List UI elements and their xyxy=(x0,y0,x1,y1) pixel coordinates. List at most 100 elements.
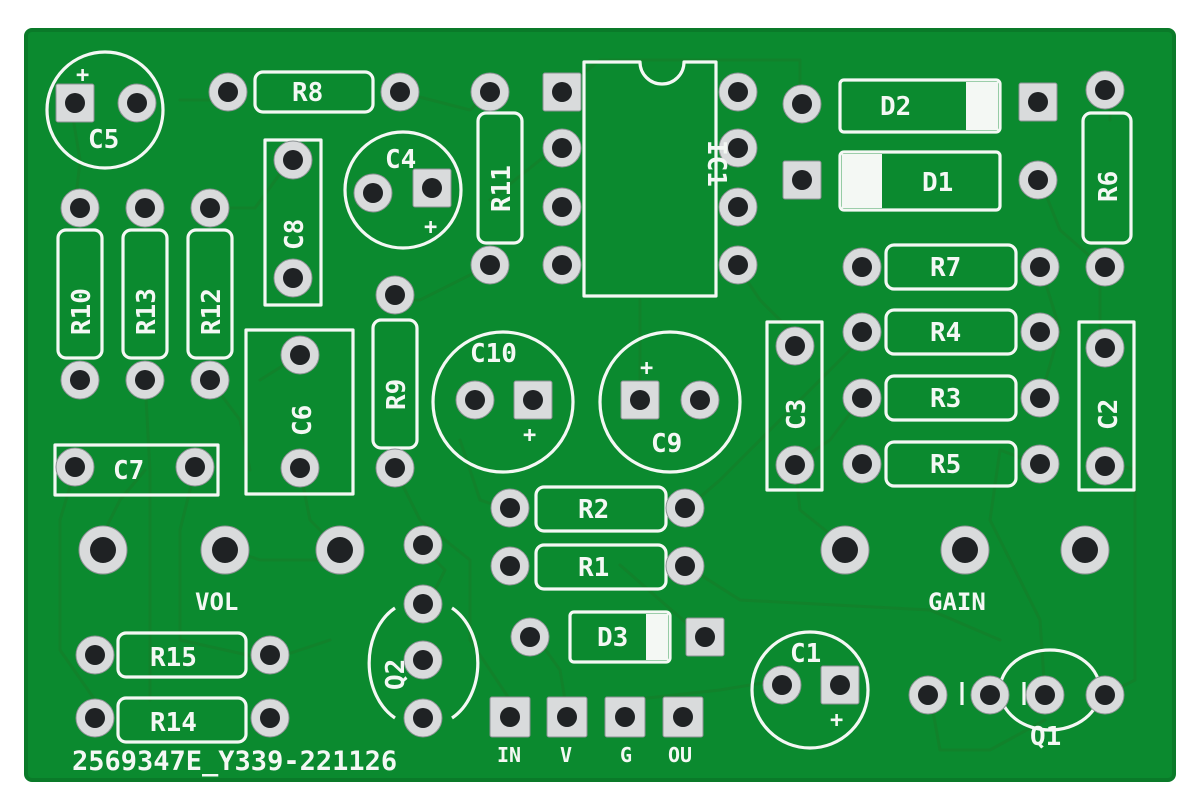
label-g: G xyxy=(620,743,632,767)
c6-outline xyxy=(244,328,355,496)
r2-pad-2 xyxy=(665,488,705,528)
header-v-pad xyxy=(546,696,588,738)
q2-pin-4 xyxy=(403,698,443,738)
ic1-pin-7 xyxy=(718,128,758,168)
d3-outline xyxy=(568,610,672,664)
d3-pad-2 xyxy=(685,617,725,657)
label-d1: D1 xyxy=(922,168,953,198)
r5-outline xyxy=(884,440,1018,488)
label-q2: Q2 xyxy=(381,659,411,690)
r7-pad-2 xyxy=(1020,247,1060,287)
r4-pad-2 xyxy=(1020,312,1060,352)
c7-outline xyxy=(53,443,220,497)
r7-outline xyxy=(884,243,1018,291)
r10-outline xyxy=(56,228,104,360)
label-c6: C6 xyxy=(288,405,318,436)
ic1-pin-3 xyxy=(542,187,582,227)
d2-pad-1 xyxy=(782,84,822,124)
c9-outline xyxy=(598,330,742,474)
c8-pad-2 xyxy=(273,258,313,298)
label-vol: VOL xyxy=(195,588,238,616)
d3-pad-1 xyxy=(510,617,550,657)
r6-outline xyxy=(1081,111,1133,245)
label-r6: R6 xyxy=(1094,171,1124,202)
label-r13: R13 xyxy=(132,288,162,335)
label-c7: C7 xyxy=(113,456,144,486)
r15-pad-1 xyxy=(75,635,115,675)
r8-pad-1 xyxy=(208,72,248,112)
c9-pad-1 xyxy=(620,380,660,420)
board-edge xyxy=(24,28,1176,782)
ic1-pin-2 xyxy=(542,128,582,168)
label-r11: R11 xyxy=(487,165,517,212)
c7-pad-1 xyxy=(55,447,95,487)
c9-pad-2 xyxy=(680,380,720,420)
d2-band xyxy=(966,82,998,130)
r12-outline xyxy=(186,228,234,360)
vol-pot-pin-1 xyxy=(78,525,128,575)
label-in: IN xyxy=(497,743,521,767)
d3-band xyxy=(646,614,668,660)
q2-pin-1 xyxy=(403,525,443,565)
board-code: 2569347E_Y339-221126 xyxy=(72,746,397,777)
label-r7: R7 xyxy=(930,253,961,283)
r14-pad-1 xyxy=(75,698,115,738)
label-r10: R10 xyxy=(67,288,97,335)
r9-pad-1 xyxy=(375,275,415,315)
label-c4: C4 xyxy=(385,145,416,175)
r9-pad-2 xyxy=(375,448,415,488)
label-q1: Q1 xyxy=(1030,722,1061,752)
r6-pad-1 xyxy=(1085,70,1125,110)
r11-outline xyxy=(476,111,524,245)
label-c3: C3 xyxy=(782,399,812,430)
r5-pad-2 xyxy=(1020,444,1060,484)
gain-pot-pin-1 xyxy=(820,525,870,575)
label-c8: C8 xyxy=(280,219,310,250)
d2-outline xyxy=(838,78,1002,134)
d2-pad-2 xyxy=(1018,82,1058,122)
label-r8: R8 xyxy=(292,78,323,108)
r5-pad-1 xyxy=(842,444,882,484)
c3-pad-1 xyxy=(775,326,815,366)
q2-pin-2 xyxy=(403,584,443,624)
label-r4: R4 xyxy=(930,318,961,348)
c10-outline xyxy=(431,330,575,474)
silk-labels: C5 + R8 R11 IC1 C4 + C8 R10 R13 R12 C6 R… xyxy=(67,63,1124,777)
label-r1: R1 xyxy=(578,553,609,583)
c4-plus: + xyxy=(424,215,437,240)
r9-outline xyxy=(371,318,419,450)
label-r14: R14 xyxy=(150,708,197,738)
header-in-pad xyxy=(489,696,531,738)
r11-pad-1 xyxy=(470,72,510,112)
c2-outline xyxy=(1077,320,1136,492)
c6-pad-1 xyxy=(280,335,320,375)
d1-pad-1 xyxy=(782,160,822,200)
r4-outline xyxy=(884,308,1018,356)
r11-pad-2 xyxy=(470,245,510,285)
d1-band xyxy=(842,154,882,208)
c10-plus: + xyxy=(523,423,536,448)
d1-outline xyxy=(838,150,1002,212)
q1-pin-3 xyxy=(1025,675,1065,715)
c5-pad-2 xyxy=(117,83,157,123)
q2-pin-3 xyxy=(403,640,443,680)
q1-pin-4 xyxy=(1085,675,1125,715)
c5-plus: + xyxy=(76,63,89,88)
r10-pad-1 xyxy=(60,188,100,228)
vol-pot-pin-3 xyxy=(315,525,365,575)
r3-outline xyxy=(884,374,1018,422)
vol-pot-pin-2 xyxy=(200,525,250,575)
ic1-pin-4 xyxy=(542,245,582,285)
r6-pad-2 xyxy=(1085,247,1125,287)
r13-pad-1 xyxy=(125,188,165,228)
ic1-pin-6 xyxy=(718,187,758,227)
label-d2: D2 xyxy=(880,92,911,122)
c10-pad-2 xyxy=(513,380,553,420)
r10-pad-2 xyxy=(60,360,100,400)
ic1-pin-5 xyxy=(718,245,758,285)
label-c10: C10 xyxy=(470,339,517,369)
q1-tick-marks xyxy=(960,682,1026,705)
r8-outline xyxy=(253,70,375,114)
c4-pad-1 xyxy=(353,173,393,213)
